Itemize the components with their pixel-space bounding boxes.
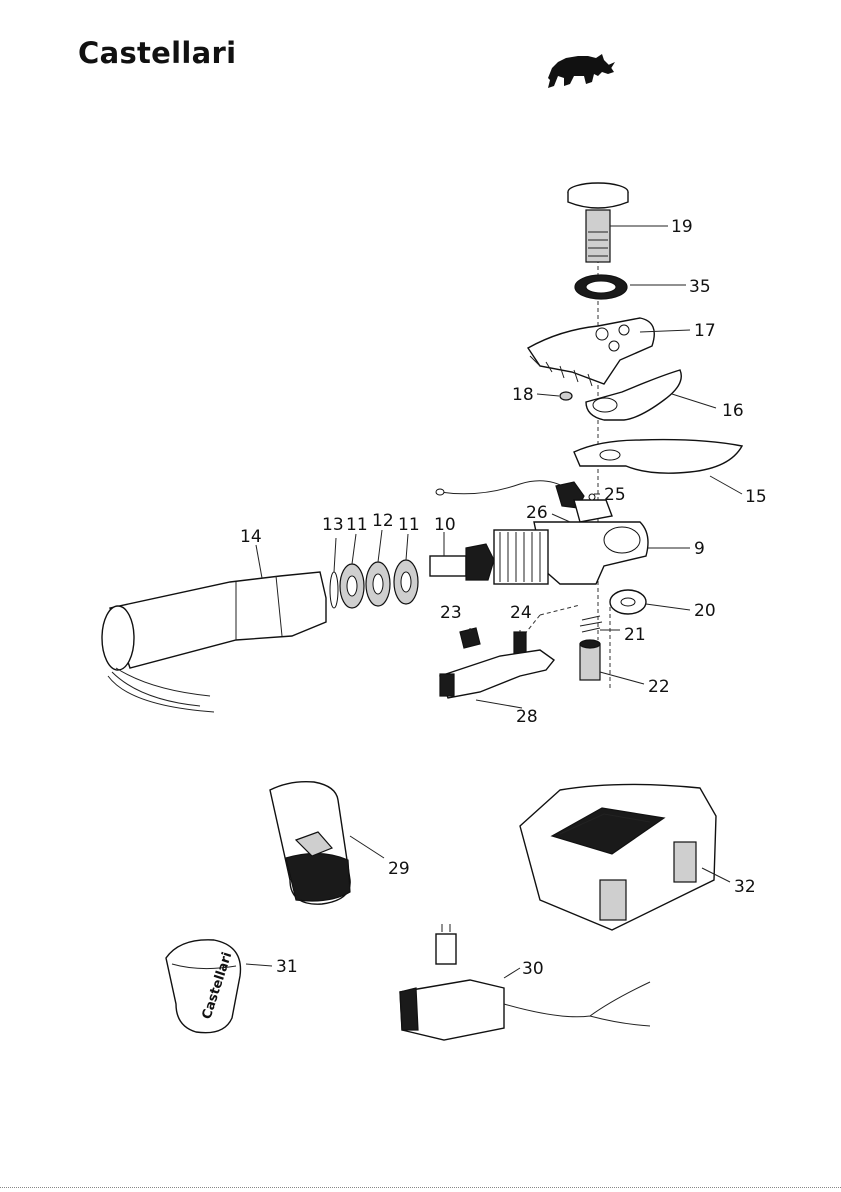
callout-18: 18 — [512, 385, 534, 405]
part-11-bearing-b — [340, 564, 364, 608]
callout-12: 12 — [372, 511, 394, 531]
part-28-trigger — [440, 650, 554, 698]
part-35-bearing — [575, 275, 627, 299]
callout-22: 22 — [648, 677, 670, 697]
part-29-battery — [270, 782, 350, 904]
callout-28: 28 — [516, 707, 538, 727]
part-11-bearing-a — [394, 560, 418, 604]
part-14-motor — [102, 572, 326, 712]
callout-26: 26 — [526, 503, 548, 523]
part-10-motor-shaft — [430, 544, 494, 580]
part-31-pouch: Castellari — [166, 940, 240, 1033]
callout-16: 16 — [722, 401, 744, 421]
part-24-screw — [514, 632, 526, 654]
callout-11-right: 11 — [398, 515, 420, 535]
callout-11-left: 11 — [346, 515, 368, 535]
callout-17: 17 — [694, 321, 716, 341]
part-26-sensor-board — [436, 481, 612, 522]
callout-20: 20 — [694, 601, 716, 621]
part-9-main-body — [494, 522, 648, 584]
callout-19: 19 — [671, 217, 693, 237]
part-19-pivot-bolt — [568, 183, 628, 262]
part-13-washer — [330, 572, 338, 608]
callout-13: 13 — [322, 515, 344, 535]
page-bottom-rule — [0, 1187, 841, 1188]
part-17-gear-sector — [528, 318, 654, 386]
part-12-bearing — [366, 562, 390, 606]
part-22-screw — [580, 640, 600, 680]
callout-29: 29 — [388, 859, 410, 879]
part-21-spring — [580, 616, 602, 632]
callout-14: 14 — [240, 527, 262, 547]
callout-25: 25 — [604, 485, 626, 505]
callout-10: 10 — [434, 515, 456, 535]
callout-23: 23 — [440, 603, 462, 623]
callout-30: 30 — [522, 959, 544, 979]
callout-9: 9 — [694, 539, 705, 559]
callout-15: 15 — [745, 487, 767, 507]
callout-31: 31 — [276, 957, 298, 977]
callout-24: 24 — [510, 603, 532, 623]
part-30-charger — [400, 924, 650, 1040]
part-18-pin — [560, 392, 572, 400]
part-20-gear — [610, 590, 646, 614]
part-32-carry-case — [520, 784, 716, 930]
callout-35: 35 — [689, 277, 711, 297]
callout-21: 21 — [624, 625, 646, 645]
callout-32: 32 — [734, 877, 756, 897]
part-15-cutting-blade — [574, 440, 742, 474]
